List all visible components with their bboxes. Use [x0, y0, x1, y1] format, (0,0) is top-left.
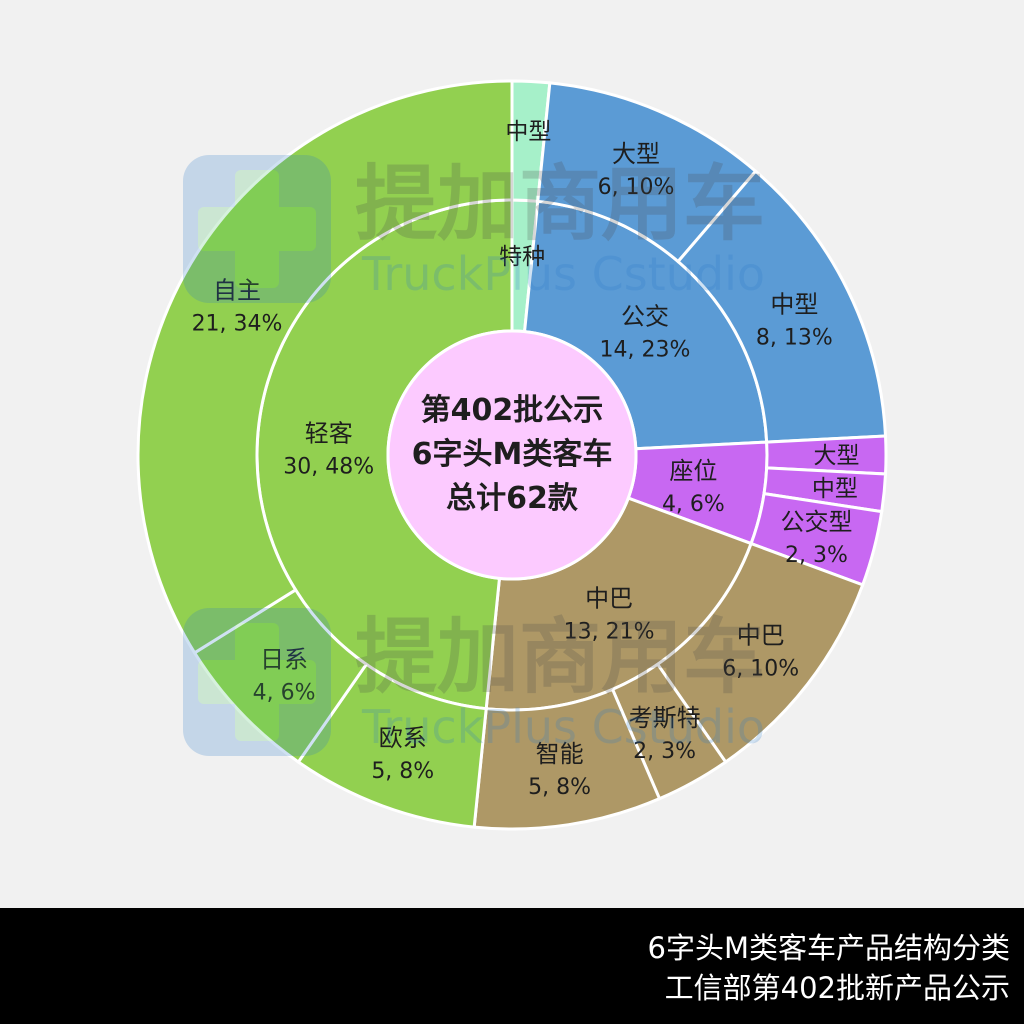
center-label-line-3: 总计62款 — [446, 481, 579, 516]
outer-label-1: 大型 — [612, 140, 660, 168]
inner-label-4: 轻客 — [305, 420, 353, 448]
inner-sublabel-4: 30, 48% — [283, 455, 374, 480]
outer-sublabel-8: 5, 8% — [528, 775, 591, 800]
footer-caption: 6字头M类客车产品结构分类 工信部第402批新产品公示 — [0, 908, 1024, 1024]
footer-line-1: 6字头M类客车产品结构分类 — [647, 931, 1010, 965]
outer-label-3: 大型 — [814, 443, 860, 469]
outer-label-5: 公交型 — [780, 508, 852, 536]
footer-line-2: 工信部第402批新产品公示 — [664, 971, 1010, 1005]
inner-label-1: 公交 — [621, 303, 669, 331]
outer-label-8: 智能 — [536, 740, 584, 768]
outer-label-11: 自主 — [213, 276, 261, 304]
inner-label-0: 特种 — [499, 244, 545, 270]
inner-sublabel-2: 4, 6% — [662, 492, 725, 517]
outer-sublabel-1: 6, 10% — [598, 175, 675, 200]
center-label-line-2: 6字头M类客车 — [412, 437, 613, 472]
outer-label-10: 日系 — [260, 646, 308, 674]
outer-sublabel-9: 5, 8% — [371, 759, 434, 784]
outer-sublabel-6: 6, 10% — [722, 657, 799, 682]
center-disc — [386, 329, 638, 581]
outer-label-2: 中型 — [770, 290, 818, 318]
outer-label-0: 中型 — [505, 119, 551, 145]
center-label-line-1: 第402批公示 — [421, 393, 604, 428]
inner-label-3: 中巴 — [585, 585, 633, 613]
outer-label-9: 欧系 — [379, 724, 427, 752]
inner-sublabel-1: 14, 23% — [600, 338, 691, 363]
outer-sublabel-7: 2, 3% — [633, 739, 696, 764]
outer-label-7: 考斯特 — [629, 704, 701, 732]
chart-area: 第402批公示 6字头M类客车 总计62款 特种公交 14, 23% 座位 4, 6%… — [136, 79, 888, 831]
inner-label-2: 座位 — [669, 457, 717, 485]
inner-sublabel-3: 13, 21% — [564, 620, 655, 645]
outer-segment-11 — [136, 79, 514, 655]
outer-sublabel-2: 8, 13% — [756, 325, 833, 350]
outer-sublabel-11: 21, 34% — [192, 311, 283, 336]
outer-label-4: 中型 — [812, 476, 858, 502]
outer-sublabel-5: 2, 3% — [785, 543, 848, 568]
outer-label-6: 中巴 — [737, 622, 785, 650]
chart-segments — [136, 79, 888, 831]
outer-sublabel-10: 4, 6% — [253, 681, 316, 706]
